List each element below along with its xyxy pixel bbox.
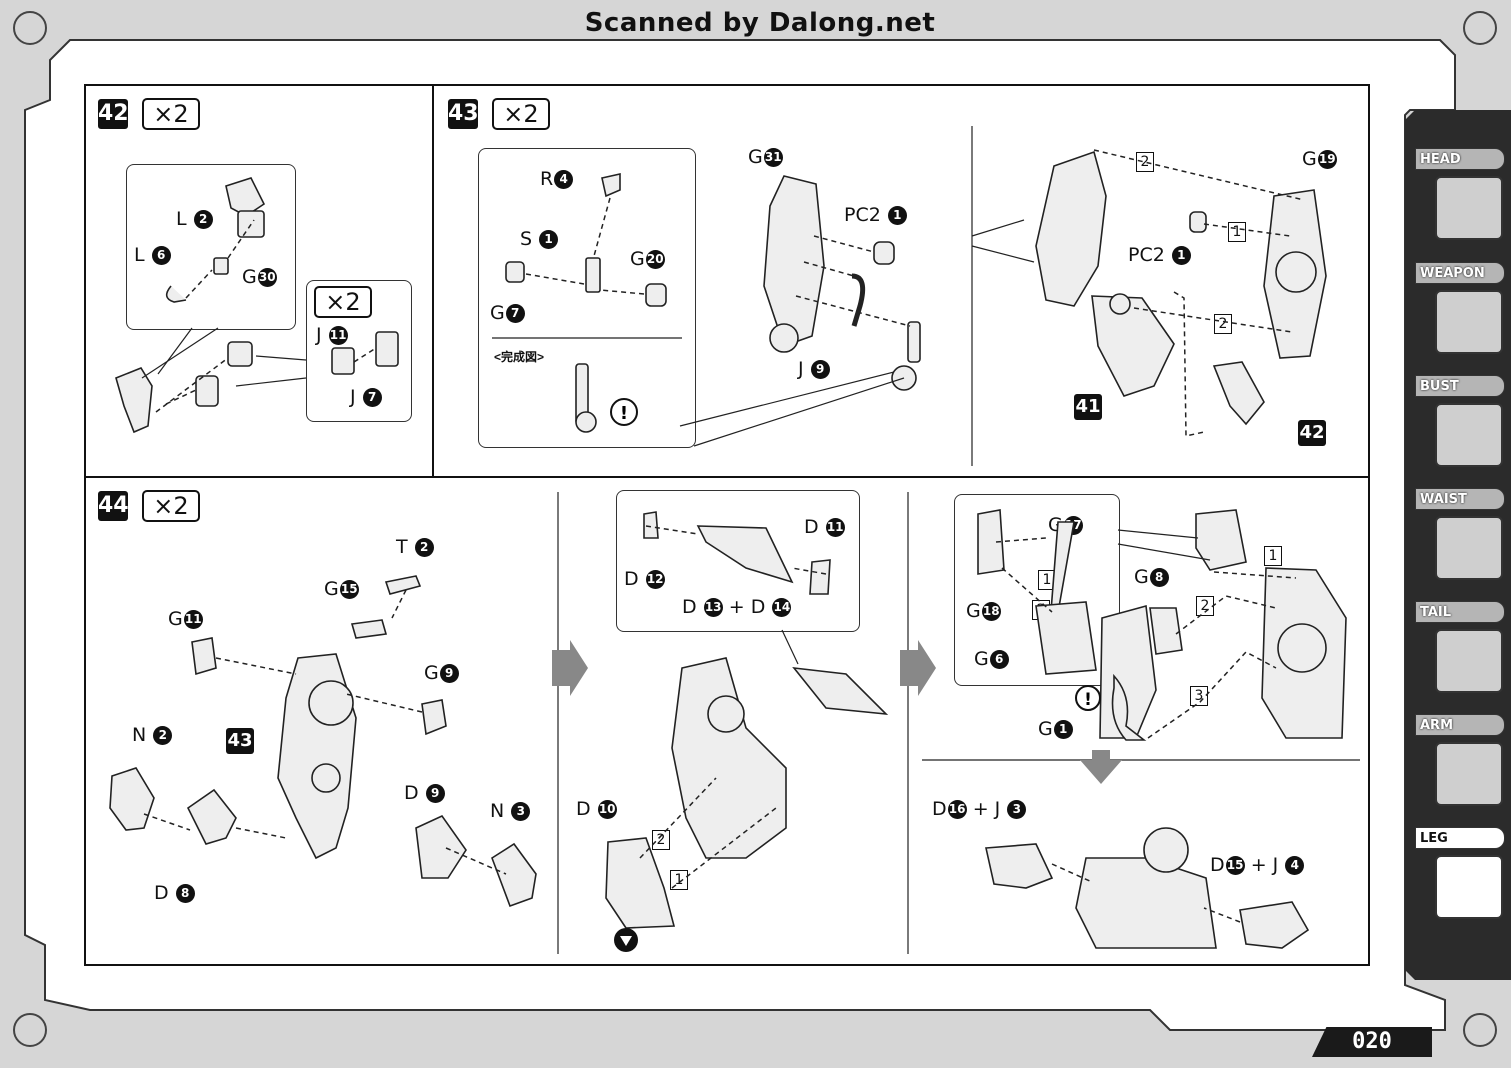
step-number: 42 — [98, 99, 129, 129]
part-label: S 1 — [520, 228, 559, 250]
part-label: N 3 — [490, 800, 531, 822]
sequence-marker: 2 — [652, 830, 670, 850]
bust-icon — [1435, 403, 1503, 467]
step-44-drawing: ! — [109, 492, 1360, 954]
part-label: L 2 — [176, 208, 213, 230]
part-label: J 7 — [350, 386, 382, 408]
category-sidebar: HEAD WEAPON BUST WAIST TAIL ARM LEG — [1405, 110, 1511, 980]
part-label: PC2 1 — [844, 204, 907, 226]
tail-icon — [1435, 629, 1503, 693]
part-label: D 8 — [154, 882, 195, 904]
finished-diagram-label: <完成図> — [494, 350, 545, 364]
step-43-drawing: ! — [492, 126, 1327, 466]
part-label: N 2 — [132, 724, 173, 746]
part-label: D 12 — [624, 568, 665, 590]
tab-label: WEAPON — [1415, 262, 1505, 284]
part-label: D 10 — [576, 798, 617, 820]
tab-label: TAIL — [1415, 601, 1505, 623]
weapon-icon — [1435, 290, 1503, 354]
part-label: J 11 — [316, 324, 348, 346]
arm-icon — [1435, 742, 1503, 806]
sequence-marker: 1 — [1228, 222, 1246, 242]
dragon-head-icon — [1435, 176, 1503, 240]
waist-icon — [1435, 516, 1503, 580]
part-label: D 13 + D 14 — [682, 596, 792, 618]
step-number: 43 — [448, 99, 479, 129]
multiplier-badge: ×2 — [492, 98, 550, 130]
leg-icon — [1435, 855, 1503, 919]
tab-label: WAIST — [1415, 488, 1505, 510]
tab-label: LEG — [1415, 827, 1505, 849]
scan-credit: Scanned by Dalong.net — [584, 8, 936, 38]
step-reference-42: 42 — [1298, 420, 1326, 446]
sequence-marker: 2 — [1214, 314, 1232, 334]
page-number: 020 — [1312, 1027, 1432, 1057]
sequence-marker: 1 — [1264, 546, 1282, 566]
tab-label: HEAD — [1415, 148, 1505, 170]
part-label: T 2 — [396, 536, 434, 558]
part-label: J 9 — [798, 358, 830, 380]
step-reference-43: 43 — [226, 728, 254, 754]
part-label: D 9 — [404, 782, 445, 804]
detail-box — [126, 164, 296, 330]
step-42-drawing — [115, 177, 399, 434]
sequence-marker: 2 — [1136, 152, 1154, 172]
multiplier-badge: ×2 — [142, 490, 200, 522]
svg-text:!: ! — [620, 403, 628, 424]
sub-multiplier-badge: ×2 — [314, 286, 372, 318]
part-label: D 11 — [804, 516, 845, 538]
tab-label: ARM — [1415, 714, 1505, 736]
step-reference-41: 41 — [1074, 394, 1102, 420]
svg-text:!: ! — [1084, 690, 1092, 710]
step-number: 44 — [98, 491, 129, 521]
tab-label: BUST — [1415, 375, 1505, 397]
sequence-marker: 1 — [670, 870, 688, 890]
part-label: L 6 — [134, 244, 171, 266]
sequence-marker: 3 — [1190, 686, 1208, 706]
part-label: PC2 1 — [1128, 244, 1191, 266]
multiplier-badge: ×2 — [142, 98, 200, 130]
